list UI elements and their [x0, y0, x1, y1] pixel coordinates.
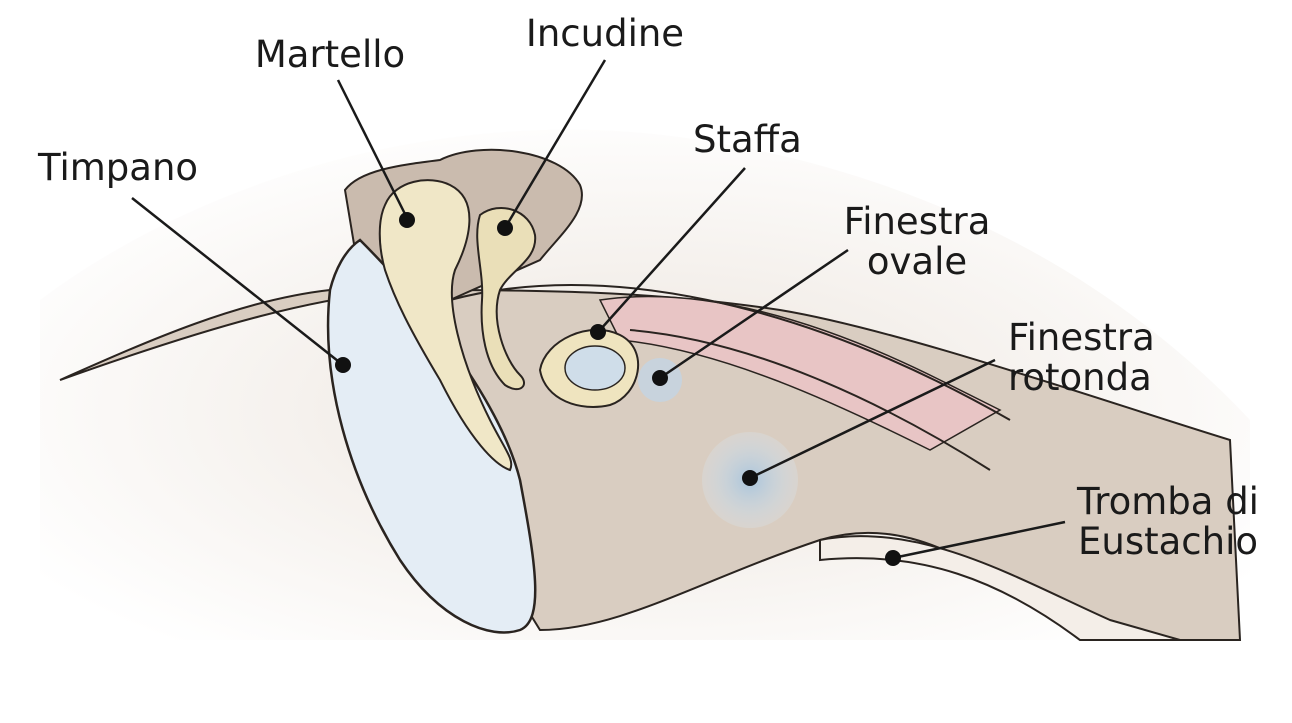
label-finestra-rotonda-line1: Finestra [1008, 318, 1155, 358]
dot-tromba [885, 550, 901, 566]
dot-finestra-ovale [652, 370, 668, 386]
dot-staffa [590, 324, 606, 340]
dot-incudine [497, 220, 513, 236]
label-tromba-line2: Eustachio [1058, 522, 1278, 562]
stapes-footplate [565, 346, 625, 390]
label-finestra-ovale: Finestra ovale [812, 202, 1022, 282]
label-tromba-line1: Tromba di [1058, 482, 1278, 522]
dot-timpano [335, 357, 351, 373]
dot-finestra-rotonda [742, 470, 758, 486]
label-finestra-rotonda: Finestra rotonda [1008, 318, 1155, 398]
label-incudine: Incudine [505, 14, 705, 54]
label-tromba-di-eustachio: Tromba di Eustachio [1058, 482, 1278, 562]
dot-martello [399, 212, 415, 228]
label-finestra-ovale-line1: Finestra [812, 202, 1022, 242]
label-timpano: Timpano [38, 148, 198, 188]
label-staffa: Staffa [693, 120, 802, 160]
label-finestra-rotonda-line2: rotonda [1008, 358, 1155, 398]
label-martello: Martello [235, 35, 425, 75]
label-finestra-ovale-line2: ovale [812, 242, 1022, 282]
